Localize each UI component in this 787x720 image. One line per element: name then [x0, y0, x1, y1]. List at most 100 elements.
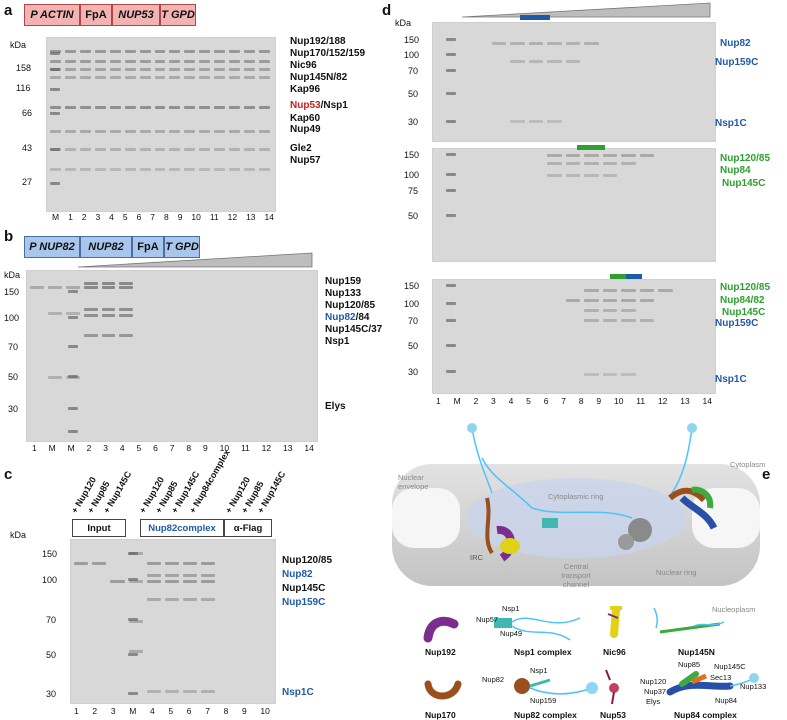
- gel-band: [244, 60, 256, 63]
- label-nucleoplasm: Nucleoplasm: [712, 605, 756, 614]
- gel-band: [83, 334, 98, 337]
- band-b-elys: Elys: [325, 401, 346, 412]
- a-lane-11: 11: [209, 212, 219, 222]
- gel-band: [139, 68, 151, 71]
- gel-band: [109, 76, 121, 79]
- label-nup84c-sub2: Sec13: [710, 673, 732, 682]
- ladder-band: [446, 302, 456, 305]
- label-nup82c-sub1: Nsp1: [530, 666, 548, 675]
- band-a-nup49: Nup49: [290, 124, 321, 135]
- gel-band: [146, 574, 161, 577]
- gel-band: [621, 309, 636, 312]
- b-lane-10: 9: [202, 443, 208, 453]
- band-d2-nup84: Nup84: [720, 165, 751, 176]
- construct-b-fpa: FpA: [132, 236, 164, 258]
- label-nsp1-complex-sub0: Nsp1: [502, 604, 520, 613]
- gel-band: [83, 286, 98, 289]
- marker-d1-70: 70: [408, 66, 419, 76]
- marker-158-a: 158: [16, 63, 32, 73]
- c-lane-2: 3: [110, 706, 116, 716]
- gel-band: [214, 148, 226, 151]
- gel-band: [124, 68, 136, 71]
- a-lane-0: M: [52, 212, 60, 222]
- d-lane-1: M: [453, 396, 461, 406]
- ladder-band: [446, 153, 456, 156]
- gel-band: [201, 574, 216, 577]
- gel-band: [169, 68, 181, 71]
- marker-d3-30: 30: [408, 367, 419, 377]
- gel-band: [621, 289, 636, 292]
- gel-band: [146, 690, 161, 693]
- d-lane-10: 10: [613, 396, 624, 406]
- gel-band: [110, 580, 125, 583]
- bar-d1-blue: [520, 15, 550, 20]
- ladder-band: [128, 692, 138, 695]
- band-c-nup82: Nup82: [282, 569, 313, 580]
- nsp1-complex-icon: [494, 617, 581, 641]
- gel-band: [154, 50, 166, 53]
- ladder-band: [50, 52, 60, 55]
- kda-label-a: kDa: [10, 40, 27, 50]
- gel-band: [244, 50, 256, 53]
- gel-band: [109, 148, 121, 151]
- gel-band: [259, 68, 270, 71]
- gel-band: [229, 60, 241, 63]
- marker-d3-150: 150: [404, 281, 420, 291]
- gel-band: [183, 580, 198, 583]
- marker-d2-75: 75: [408, 186, 419, 196]
- gel-band: [214, 106, 226, 109]
- marker-43-a: 43: [22, 143, 33, 153]
- band-d3-nup145c: Nup145C: [722, 307, 766, 318]
- gel-band: [124, 106, 136, 109]
- gel-band: [154, 76, 166, 79]
- marker-27-a: 27: [22, 177, 33, 187]
- gel-band: [639, 289, 655, 292]
- a-lane-8: 8: [163, 212, 169, 222]
- gel-band: [109, 50, 121, 53]
- gel-band: [621, 373, 636, 376]
- gel-band: [602, 299, 618, 302]
- d-lane-3: 3: [491, 396, 496, 406]
- c-lane-8: 8: [223, 706, 229, 716]
- gel-band: [164, 574, 180, 577]
- gel-band: [94, 106, 106, 109]
- gel-band: [199, 148, 211, 151]
- gel-band: [547, 162, 562, 165]
- gel-band: [229, 168, 241, 171]
- c-lane-4: 4: [149, 706, 155, 716]
- gel-band: [169, 148, 181, 151]
- ladder-band: [68, 316, 78, 319]
- gel-band: [184, 168, 196, 171]
- label-irc: IRC: [470, 553, 483, 562]
- band-d3-nsp1c: Nsp1C: [715, 374, 747, 385]
- gel-band: [101, 334, 116, 337]
- marker-100-b: 100: [4, 313, 20, 323]
- gel-band: [119, 286, 134, 289]
- gel-band: [164, 562, 180, 565]
- a-lane-14: 14: [264, 212, 274, 222]
- gel-band: [50, 106, 61, 109]
- gel-band: [79, 130, 91, 133]
- gel-band: [50, 168, 61, 171]
- gel-band: [169, 106, 181, 109]
- ladder-band: [128, 578, 138, 581]
- gel-band: [83, 282, 98, 285]
- gel-band: [199, 106, 211, 109]
- gel-d1: [432, 22, 716, 142]
- band-b-nup82: Nup82: [325, 312, 356, 323]
- construct-promoter: P ACTIN: [24, 4, 80, 26]
- gel-band: [128, 580, 143, 583]
- band-a-nup192: Nup192/188: [290, 36, 346, 47]
- b-lane-3: 2: [86, 443, 92, 453]
- gel-band: [50, 76, 61, 79]
- gel-c: [70, 539, 276, 704]
- gel-band: [199, 68, 211, 71]
- gel-band: [639, 319, 655, 322]
- construct-nup53: NUP53: [112, 4, 160, 26]
- label-nup84c-sub0: Nup85: [678, 660, 701, 669]
- gel-band: [79, 76, 91, 79]
- gel-band: [199, 76, 211, 79]
- gel-band: [602, 154, 618, 157]
- a-lane-2: 2: [81, 212, 87, 222]
